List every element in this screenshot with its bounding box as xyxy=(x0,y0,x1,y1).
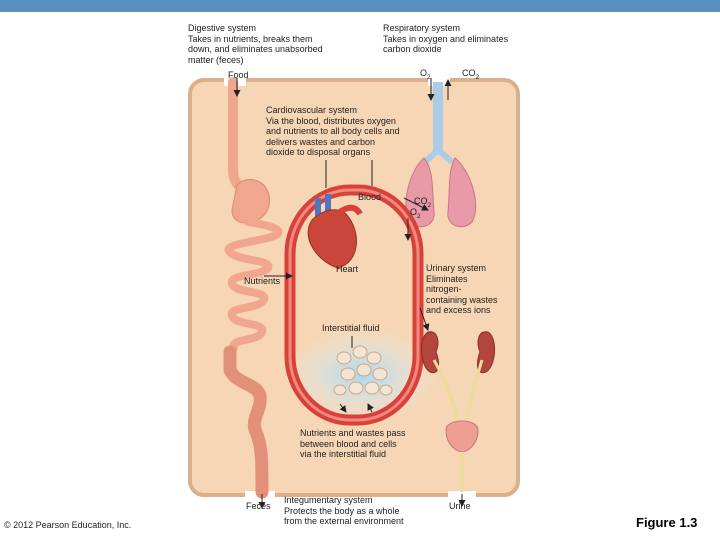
urinary-arrow xyxy=(419,307,430,331)
digestive-tract xyxy=(223,77,283,499)
exchange-arrow-down xyxy=(339,403,347,413)
copyright-text: © 2012 Pearson Education, Inc. xyxy=(4,520,132,530)
blood-label: Blood xyxy=(358,192,382,202)
co2-top-label: CO2 xyxy=(462,68,480,81)
nutrients-label: Nutrients xyxy=(244,276,281,286)
integumentary-system-label: Integumentary system Protects the body a… xyxy=(284,495,404,526)
figure-number: Figure 1.3 xyxy=(636,515,698,530)
heart xyxy=(307,194,363,269)
urinary-organs xyxy=(421,331,495,492)
body-outline xyxy=(188,78,520,497)
urine-label: Urine xyxy=(449,501,471,511)
urinary-system-label: Urinary system Eliminates nitrogen- cont… xyxy=(426,263,498,315)
tissue-cells xyxy=(333,345,393,396)
exchange-label: Nutrients and wastes pass between blood … xyxy=(300,428,406,459)
food-label: Food xyxy=(228,70,249,80)
o2-lung-label: O2 xyxy=(410,207,421,220)
co2-lung-label: CO2 xyxy=(414,196,432,209)
digestive-system-label: Digestive system Takes in nutrients, bre… xyxy=(188,23,323,65)
title-bar xyxy=(0,0,720,12)
o2-top-label: O2 xyxy=(420,68,431,81)
lung-exchange-arrow-co2 xyxy=(403,197,429,211)
cardiovascular-system-label: Cardiovascular system Via the blood, dis… xyxy=(266,105,400,157)
respiratory-system-label: Respiratory system Takes in oxygen and e… xyxy=(383,23,509,54)
feces-label: Feces xyxy=(246,501,271,511)
exchange-arrow-up xyxy=(367,403,374,413)
heart-label: Heart xyxy=(336,264,359,274)
interstitial-fluid-label: Interstitial fluid xyxy=(322,323,380,333)
